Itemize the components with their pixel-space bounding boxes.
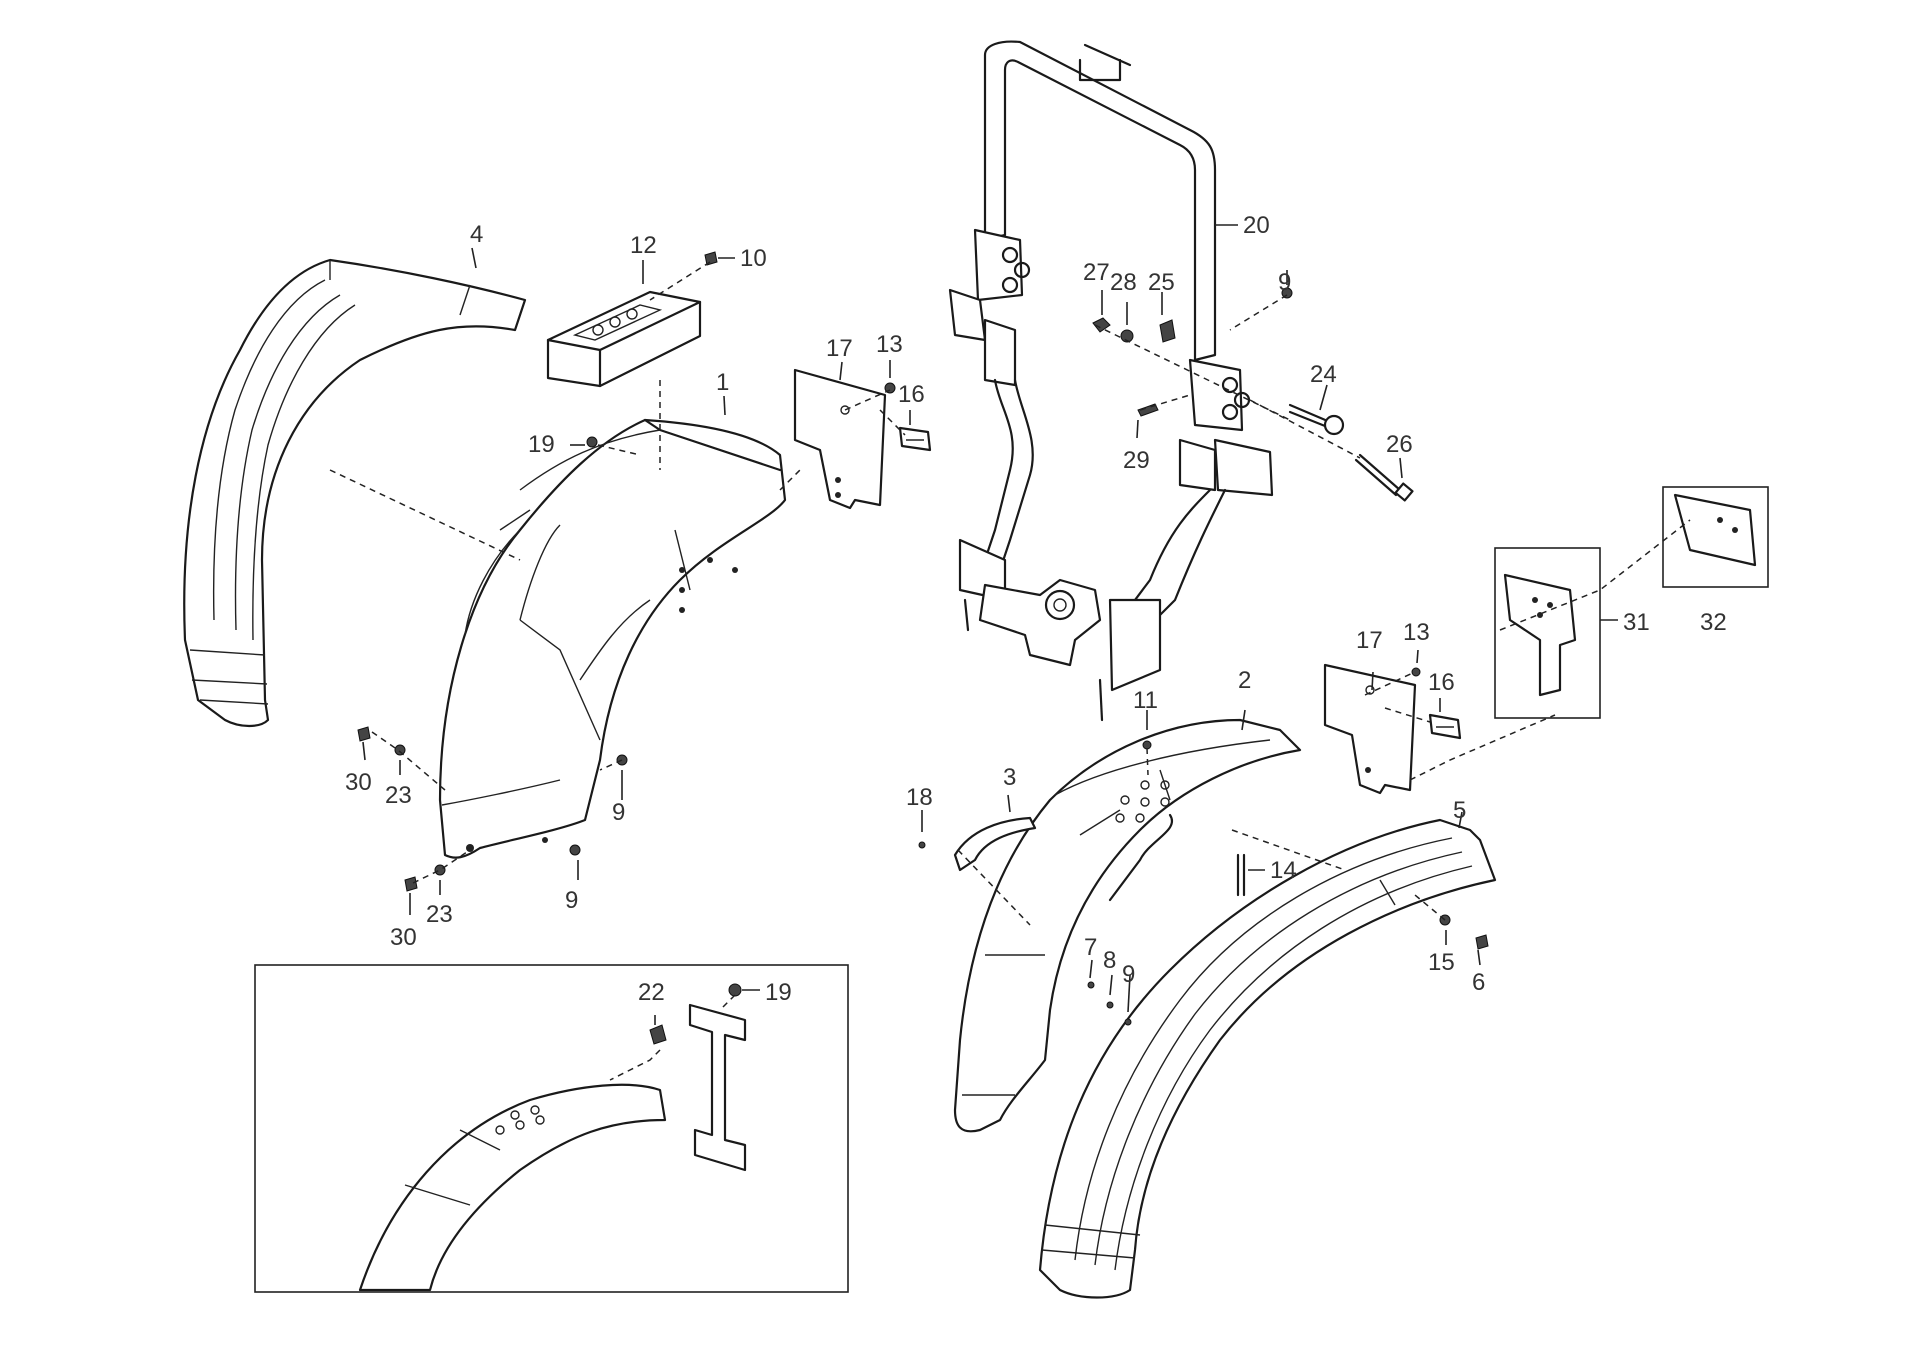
part-14-pin	[1236, 853, 1246, 897]
callout-17-left: 17	[826, 335, 853, 362]
callout-9-rops: 9	[1278, 269, 1291, 296]
callout-20: 20	[1243, 212, 1270, 239]
callout-28: 28	[1110, 269, 1137, 296]
callout-12: 12	[630, 232, 657, 259]
part-16-right-pad	[1428, 713, 1462, 740]
inset-detail-view	[254, 964, 849, 1293]
callout-labels: 4 12 10 1 17 13 16 19 20 27 28 25 9 24 2…	[345, 212, 1727, 1006]
part-2-right-main-fender	[953, 718, 1302, 1133]
callout-18: 18	[906, 784, 933, 811]
callout-5: 5	[1453, 797, 1466, 824]
callout-22: 22	[638, 979, 665, 1006]
part-12-control-box	[546, 290, 702, 388]
part-16-left-pad	[898, 426, 932, 452]
callout-27: 27	[1083, 259, 1110, 286]
callout-1: 1	[716, 369, 729, 396]
part-5-right-fender-shell	[1038, 818, 1497, 1299]
callout-24: 24	[1310, 361, 1337, 388]
callout-13-right: 13	[1403, 619, 1430, 646]
callout-16-left: 16	[898, 381, 925, 408]
assembly-lines	[329, 261, 1691, 1081]
callout-9-left-lower: 9	[565, 887, 578, 914]
part-32-box	[1662, 486, 1769, 588]
callout-10: 10	[740, 245, 767, 272]
part-17-right-plate	[1323, 663, 1417, 795]
callout-23-lower: 23	[426, 901, 453, 928]
callout-32: 32	[1700, 609, 1727, 636]
callout-31: 31	[1623, 609, 1650, 636]
callout-2: 2	[1238, 667, 1251, 694]
callout-26: 26	[1386, 431, 1413, 458]
callout-23-upper: 23	[385, 782, 412, 809]
rops-hardware-group	[1092, 287, 1414, 502]
part-4-left-fender-shell	[183, 258, 527, 728]
callout-4: 4	[470, 221, 483, 248]
callout-8: 8	[1103, 947, 1116, 974]
callout-3: 3	[1003, 764, 1016, 791]
callout-13-left: 13	[876, 331, 903, 358]
part-20-rops-frame	[948, 40, 1274, 722]
part-3-handle	[953, 816, 1037, 872]
callout-15: 15	[1428, 949, 1455, 976]
leader-lines	[362, 224, 1618, 1025]
callout-9-right: 9	[1122, 961, 1135, 988]
callout-17-right: 17	[1356, 627, 1383, 654]
part-1-left-main-fender	[438, 418, 787, 859]
part-31-box	[1494, 547, 1601, 719]
callout-6: 6	[1472, 969, 1485, 996]
callout-9-left-upper: 9	[612, 799, 625, 826]
callout-11: 11	[1133, 687, 1158, 714]
callout-19-inset: 19	[765, 979, 792, 1006]
callout-25: 25	[1148, 269, 1175, 296]
part-17-left-plate	[793, 368, 887, 510]
callout-19-main: 19	[528, 431, 555, 458]
callout-14: 14	[1270, 857, 1297, 884]
callout-7: 7	[1084, 934, 1097, 961]
callout-30-upper: 30	[345, 769, 372, 796]
callout-29: 29	[1123, 447, 1150, 474]
callout-16-right: 16	[1428, 669, 1455, 696]
callout-30-lower: 30	[390, 924, 417, 951]
